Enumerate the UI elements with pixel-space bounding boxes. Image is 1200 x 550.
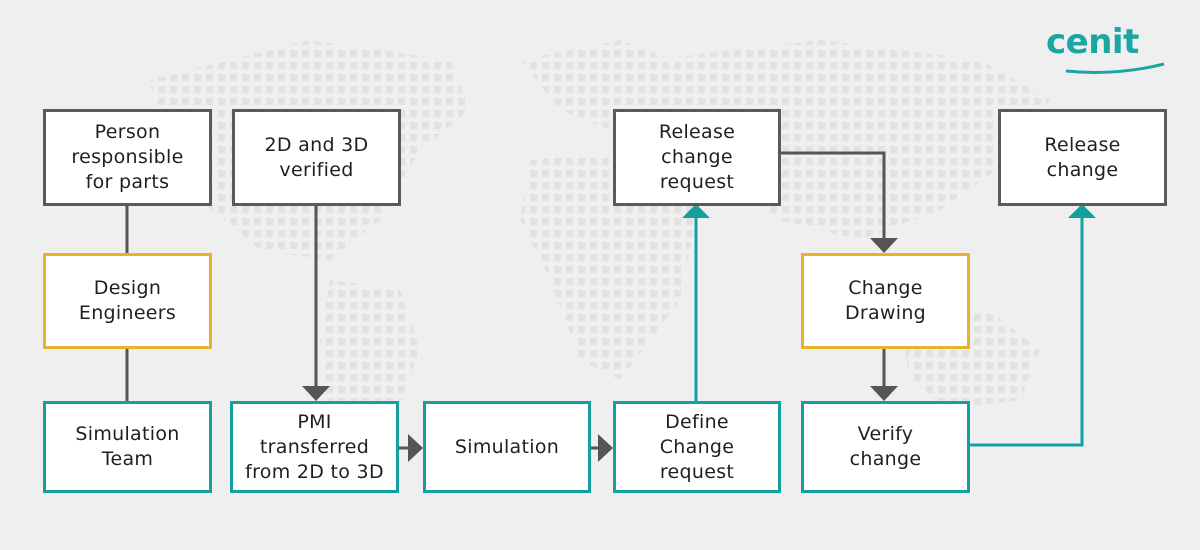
change-drawing-box: Change Drawing (801, 253, 970, 349)
simulation-team-box: Simulation Team (43, 401, 212, 493)
arrowhead-into-release-request (682, 204, 710, 218)
release-change-request-box: Release change request (613, 109, 781, 206)
release-change-box: Release change (998, 109, 1167, 206)
person-responsible-box: Person responsible for parts (43, 109, 212, 206)
define-change-request-box: Define Change request (613, 401, 781, 493)
arrowhead-into-change-drawing (870, 238, 898, 253)
2d-3d-verified-box: 2D and 3D verified (232, 109, 401, 206)
cenit-logo: cenit (1046, 22, 1165, 74)
verify-change-box: Verify change (801, 401, 970, 493)
connector-verify-to-release-change (970, 216, 1084, 447)
arrowhead-into-simulation (408, 434, 423, 462)
simulation-box: Simulation (423, 401, 591, 493)
design-engineers-box: Design Engineers (43, 253, 212, 349)
arrowhead-into-release-change (1068, 204, 1096, 218)
connector-release-request-to-change-drawing (780, 151, 886, 238)
arrowhead-into-define (598, 434, 613, 462)
arrowhead-into-pmi (302, 386, 330, 401)
arrowhead-into-verify (870, 386, 898, 401)
logo-swoosh (1065, 62, 1165, 74)
pmi-transferred-box: PMI transferred from 2D to 3D (230, 401, 399, 493)
logo-text: cenit (1046, 22, 1139, 62)
